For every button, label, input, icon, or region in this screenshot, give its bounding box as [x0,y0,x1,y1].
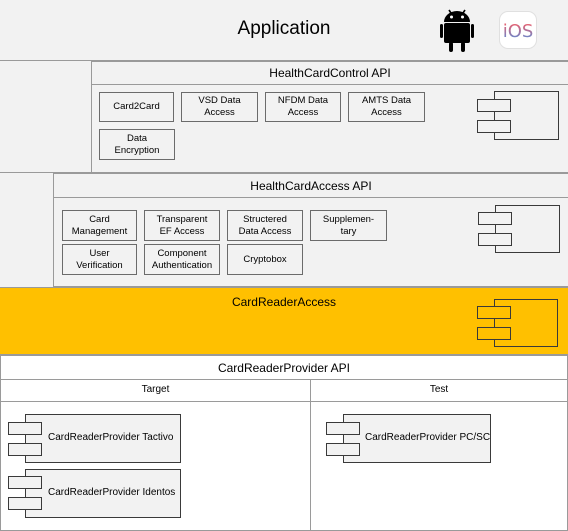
card-management-box: Card Management [62,210,137,241]
left-step-2 [0,173,53,287]
test-title: Test [429,384,449,395]
supplementary-box: Supplemen- tary [310,210,387,241]
identos-label: CardReaderProvider Identos [48,487,176,498]
healthcard-control-layer: HealthCardControl API Card2Card VSD Data… [91,61,568,173]
ios-label: iOS [503,21,534,42]
test-column: Test CardReaderProvider PC/SC [311,379,567,531]
left-step-1 [0,61,91,173]
data-encryption-box: Data Encryption [99,129,175,160]
card-reader-provider-layer: CardReaderProvider API Target CardReader… [0,355,568,531]
tactivo-label: CardReaderProvider Tactivo [48,432,174,443]
ios-icon: iOS [499,11,537,49]
card-reader-access-title: CardReaderAccess [231,295,337,309]
target-title: Target [141,384,170,395]
healthcard-access-layer: HealthCardAccess API Card Management Tra… [53,173,568,287]
pcsc-label: CardReaderProvider PC/SC [365,432,491,443]
nfdm-data-access-box: NFDM Data Access [265,92,341,122]
android-icon [440,9,474,52]
healthcard-access-title: HealthCardAccess API [250,179,372,193]
cryptobox-box: Cryptobox [227,244,303,275]
card-reader-access-layer: CardReaderAccess [0,287,568,355]
component-authentication-box: Component Authentication [144,244,220,275]
transparent-ef-access-box: Transparent EF Access [144,210,220,241]
target-column: Target CardReaderProvider Tactivo CardRe… [1,379,311,531]
card2card-box: Card2Card [99,92,174,122]
vsd-data-access-box: VSD Data Access [181,92,258,122]
user-verification-box: User Verification [62,244,137,275]
healthcard-control-title: HealthCardControl API [269,66,391,80]
application-layer: Application iOS [0,0,568,61]
application-title: Application [237,18,331,39]
amts-data-access-box: AMTS Data Access [348,92,425,122]
card-reader-provider-title: CardReaderProvider API [217,361,351,375]
structered-data-access-box: Structered Data Access [227,210,303,241]
